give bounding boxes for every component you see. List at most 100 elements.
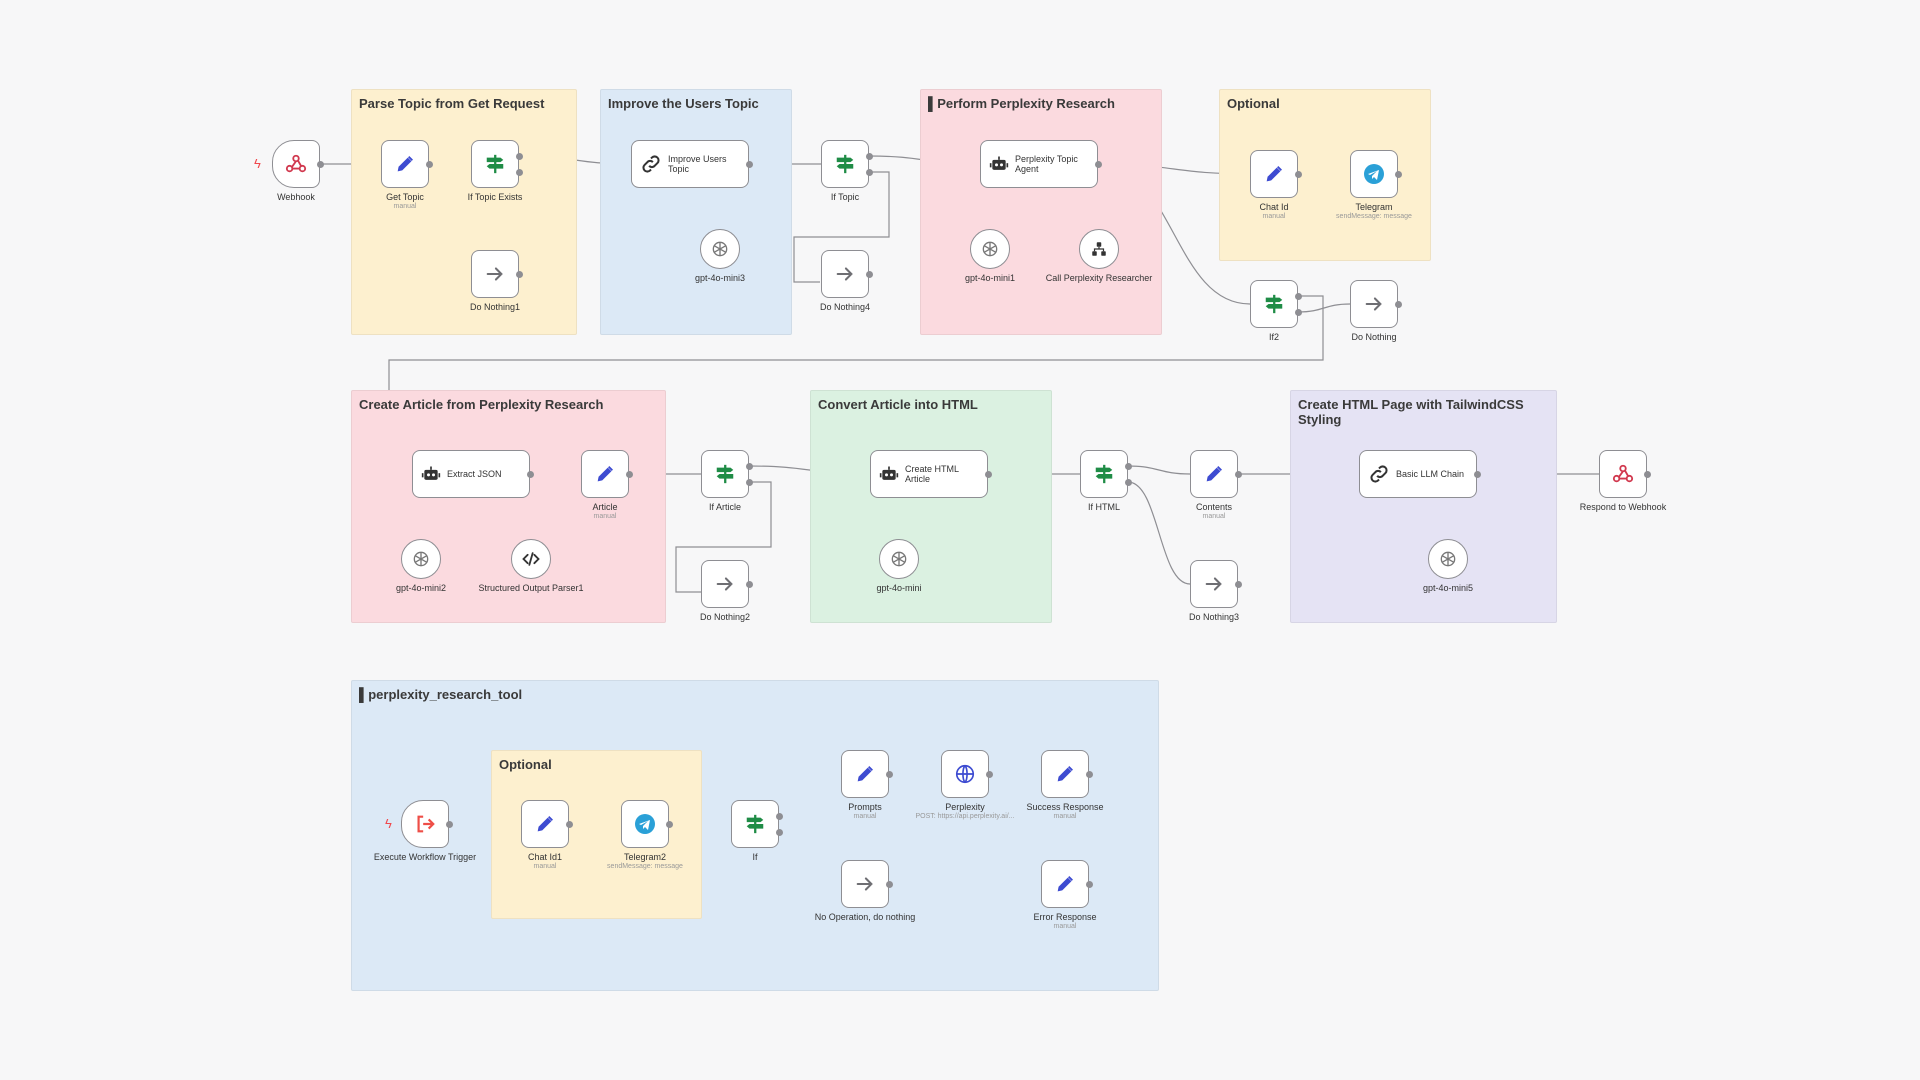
node-if-topic-exists[interactable] (471, 140, 519, 188)
node-label: Telegram2 (623, 852, 667, 862)
output-port[interactable] (425, 160, 433, 168)
node-get-topic[interactable] (381, 140, 429, 188)
node-if2[interactable] (1250, 280, 1298, 328)
node-structured-parser[interactable] (511, 539, 551, 579)
group-perplexity-research[interactable]: ▌Perform Perplexity Research (920, 89, 1162, 335)
output-port[interactable] (1294, 170, 1302, 178)
trigger-bolt-icon: ϟ (254, 156, 261, 171)
node-exec-trigger[interactable] (401, 800, 449, 848)
node-telegram[interactable] (1350, 150, 1398, 198)
group-parse-topic[interactable]: Parse Topic from Get Request (351, 89, 577, 335)
if-icon (1263, 293, 1285, 315)
node-subtitle: POST: https://api.perplexity.ai/... (915, 813, 1015, 820)
node-label: Telegram (1355, 202, 1393, 212)
openai-icon (710, 239, 730, 259)
false-output-port[interactable] (515, 168, 523, 176)
node-gpt-mini3[interactable] (700, 229, 740, 269)
node-do-nothing1[interactable] (471, 250, 519, 298)
node-if[interactable] (731, 800, 779, 848)
false-output-port[interactable] (1124, 478, 1132, 486)
node-if-html[interactable] (1080, 450, 1128, 498)
output-port[interactable] (1234, 470, 1242, 478)
node-do-nothing3[interactable] (1190, 560, 1238, 608)
node-do-nothing4[interactable] (821, 250, 869, 298)
if-icon (744, 813, 766, 835)
node-basic-llm-chain[interactable]: Basic LLM Chain (1359, 450, 1477, 498)
group-improve-topic[interactable]: Improve the Users Topic (600, 89, 792, 335)
output-port[interactable] (1094, 160, 1102, 168)
node-respond-webhook[interactable] (1599, 450, 1647, 498)
group-create-article[interactable]: Create Article from Perplexity Research (351, 390, 666, 623)
node-label: Do Nothing2 (699, 612, 751, 622)
node-do-nothing[interactable] (1350, 280, 1398, 328)
node-contents[interactable] (1190, 450, 1238, 498)
node-chat-id1[interactable] (521, 800, 569, 848)
node-gpt-mini1[interactable] (970, 229, 1010, 269)
true-output-port[interactable] (775, 812, 783, 820)
output-port[interactable] (985, 770, 993, 778)
true-output-port[interactable] (865, 152, 873, 160)
group-title: Optional (499, 757, 552, 772)
true-output-port[interactable] (1124, 462, 1132, 470)
node-success-response[interactable] (1041, 750, 1089, 798)
node-subtitle: manual (593, 513, 617, 520)
node-call-perplexity[interactable] (1079, 229, 1119, 269)
node-prompts[interactable] (841, 750, 889, 798)
output-port[interactable] (1234, 580, 1242, 588)
false-output-port[interactable] (865, 168, 873, 176)
node-no-op[interactable] (841, 860, 889, 908)
output-port[interactable] (1394, 300, 1402, 308)
node-error-response[interactable] (1041, 860, 1089, 908)
output-port[interactable] (885, 880, 893, 888)
node-telegram2[interactable] (621, 800, 669, 848)
node-chat-id[interactable] (1250, 150, 1298, 198)
node-improve-users-topic[interactable]: Improve Users Topic (631, 140, 749, 188)
group-create-html-page[interactable]: Create HTML Page with TailwindCSS Stylin… (1290, 390, 1557, 623)
node-perplexity[interactable] (941, 750, 989, 798)
output-port[interactable] (1643, 470, 1651, 478)
output-port[interactable] (665, 820, 673, 828)
node-gpt-mini[interactable] (879, 539, 919, 579)
node-extract-json[interactable]: Extract JSON (412, 450, 530, 498)
true-output-port[interactable] (515, 152, 523, 160)
openai-icon (411, 549, 431, 569)
node-article[interactable] (581, 450, 629, 498)
true-output-port[interactable] (745, 462, 753, 470)
output-port[interactable] (885, 770, 893, 778)
group-convert-html[interactable]: Convert Article into HTML (810, 390, 1052, 623)
node-perplexity-topic-agent[interactable]: Perplexity Topic Agent (980, 140, 1098, 188)
false-output-port[interactable] (775, 828, 783, 836)
false-output-port[interactable] (1294, 308, 1302, 316)
connection-line (1297, 303, 1351, 313)
output-port[interactable] (1473, 470, 1481, 478)
group-title: Create HTML Page with TailwindCSS Stylin… (1298, 397, 1524, 427)
output-port[interactable] (1394, 170, 1402, 178)
false-output-port[interactable] (745, 478, 753, 486)
node-webhook[interactable] (272, 140, 320, 188)
output-port[interactable] (745, 160, 753, 168)
output-port[interactable] (515, 270, 523, 278)
telegram-icon (1362, 162, 1386, 186)
output-port[interactable] (316, 160, 324, 168)
node-label: Respond to Webhook (1579, 502, 1667, 512)
output-port[interactable] (526, 470, 534, 478)
node-if-topic[interactable] (821, 140, 869, 188)
node-if-article[interactable] (701, 450, 749, 498)
output-port[interactable] (625, 470, 633, 478)
output-port[interactable] (565, 820, 573, 828)
if-icon (714, 463, 736, 485)
output-port[interactable] (745, 580, 753, 588)
node-gpt-mini5[interactable] (1428, 539, 1468, 579)
true-output-port[interactable] (1294, 292, 1302, 300)
node-create-html-article[interactable]: Create HTML Article (870, 450, 988, 498)
output-port[interactable] (445, 820, 453, 828)
node-gpt-mini2[interactable] (401, 539, 441, 579)
output-port[interactable] (865, 270, 873, 278)
output-port[interactable] (1085, 880, 1093, 888)
group-title: ▌perplexity_research_tool (359, 687, 523, 702)
output-port[interactable] (1085, 770, 1093, 778)
output-port[interactable] (984, 470, 992, 478)
node-do-nothing2[interactable] (701, 560, 749, 608)
node-label: If2 (1268, 332, 1279, 342)
